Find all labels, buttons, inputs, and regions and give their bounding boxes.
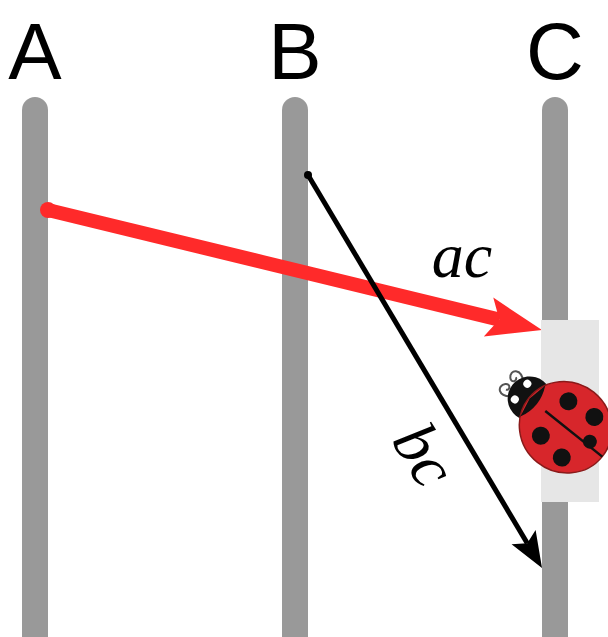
vertical-bar: B <box>282 97 308 637</box>
arrow-line <box>48 210 499 320</box>
arrowhead <box>484 298 542 337</box>
bar-heading: A <box>8 12 61 92</box>
bar-shape <box>22 97 48 637</box>
bar-shape <box>282 97 308 637</box>
start-dot <box>304 171 312 179</box>
arrow-connector <box>304 171 542 568</box>
bar-heading: C <box>526 12 584 92</box>
bar-shape <box>542 97 568 637</box>
vertical-bar: C <box>542 97 568 637</box>
arrow-line <box>308 175 527 543</box>
vertical-bar: A <box>22 97 48 637</box>
arrow-connector <box>40 202 542 336</box>
start-dot <box>40 202 56 218</box>
edge-label: bc <box>381 412 467 497</box>
bar-heading: B <box>268 12 321 92</box>
arrowhead <box>512 530 542 568</box>
edge-label: ac <box>432 224 492 288</box>
ladybug <box>478 345 608 492</box>
